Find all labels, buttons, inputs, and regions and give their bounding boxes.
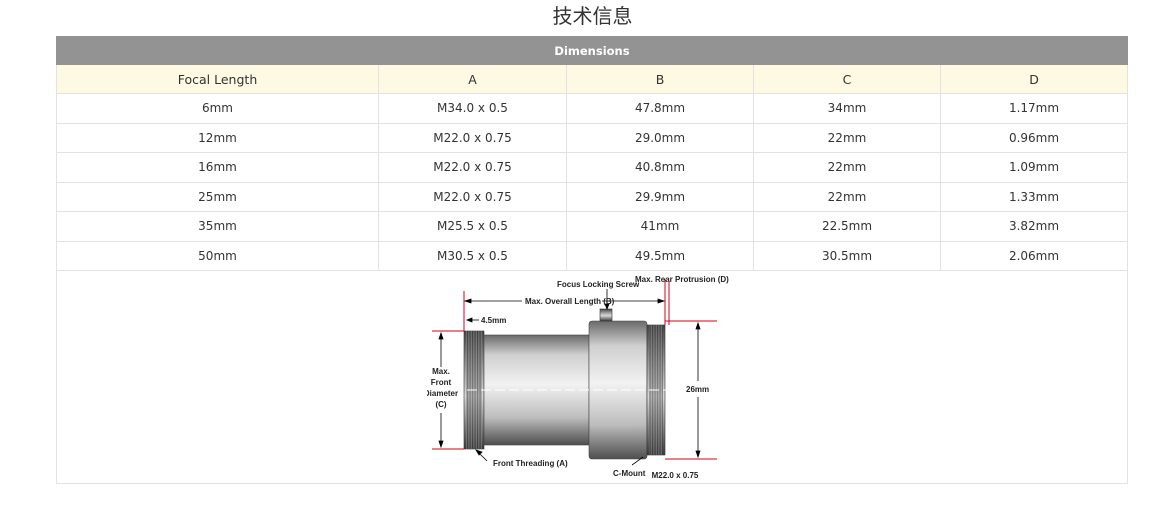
label-front-diameter-line-3: Diameter xyxy=(427,389,458,398)
cell-a: M22.0 x 0.75 xyxy=(378,122,567,153)
dimension-arrows xyxy=(438,289,701,466)
cell-a: M22.0 x 0.75 xyxy=(378,152,567,183)
dimension-lines xyxy=(432,279,717,460)
cell-focal-length: 16mm xyxy=(56,152,379,183)
cell-c: 34mm xyxy=(753,93,941,124)
cell-c: 22.5mm xyxy=(753,211,941,242)
cell-d: 1.33mm xyxy=(939,181,1129,212)
cell-a: M30.5 x 0.5 xyxy=(378,240,567,271)
column-header-focal-length: Focal Length xyxy=(56,64,379,94)
label-front-diameter-line-2: Front xyxy=(431,378,452,387)
cell-a: M34.0 x 0.5 xyxy=(378,93,567,124)
cell-d: 0.96mm xyxy=(939,122,1129,153)
table-row: 6mm M34.0 x 0.5 47.8mm 34mm 1.17mm xyxy=(56,93,1129,124)
table-row: 16mm M22.0 x 0.75 40.8mm 22mm 1.09mm xyxy=(56,152,1129,183)
label-max-overall-length: Max. Overall Length (B) xyxy=(525,297,615,306)
cell-d: 2.06mm xyxy=(939,240,1129,271)
label-c-mount: C-Mount xyxy=(613,469,646,478)
cell-b: 29.9mm xyxy=(566,181,754,212)
cell-d: 3.82mm xyxy=(939,211,1129,242)
label-mount-thread: M22.0 x 0.75 xyxy=(652,471,699,480)
label-max-rear-protrusion: Max. Rear Protrusion (D) xyxy=(635,275,729,284)
column-header-a: A xyxy=(378,64,567,94)
column-header-c: C xyxy=(753,64,941,94)
table-row: 50mm M30.5 x 0.5 49.5mm 30.5mm 2.06mm xyxy=(56,240,1129,271)
cell-b: 47.8mm xyxy=(566,93,754,124)
lens-body xyxy=(463,308,717,460)
label-front-diameter-line-4: (C) xyxy=(435,400,446,409)
cell-d: 1.09mm xyxy=(939,152,1129,183)
cell-d: 1.17mm xyxy=(939,93,1129,124)
cell-focal-length: 25mm xyxy=(56,181,379,212)
label-front-threading: Front Threading (A) xyxy=(493,459,568,468)
table-row: 12mm M22.0 x 0.75 29.0mm 22mm 0.96mm xyxy=(56,122,1129,153)
cell-focal-length: 35mm xyxy=(56,211,379,242)
cell-c: 22mm xyxy=(753,122,941,153)
table-row: 25mm M22.0 x 0.75 29.9mm 22mm 1.33mm xyxy=(56,181,1129,212)
label-focus-locking-screw: Focus Locking Screw xyxy=(557,280,640,289)
cell-a: M25.5 x 0.5 xyxy=(378,211,567,242)
diagram-cell: Focus Locking Screw Max. Rear Protrusion… xyxy=(55,270,1129,484)
dimensions-table: Dimensions Focal Length A B C D 6mm M34.… xyxy=(55,36,1129,484)
cell-focal-length: 50mm xyxy=(56,240,379,271)
cell-focal-length: 12mm xyxy=(56,122,379,153)
column-header-d: D xyxy=(939,64,1129,94)
page-title: 技术信息 xyxy=(552,4,633,28)
lens-dimension-diagram: Focus Locking Screw Max. Rear Protrusion… xyxy=(427,275,729,480)
cell-b: 41mm xyxy=(566,211,754,242)
label-offset: 4.5mm xyxy=(481,316,506,325)
label-front-diameter-line-1: Max. xyxy=(432,367,450,376)
table-row: 35mm M25.5 x 0.5 41mm 22.5mm 3.82mm xyxy=(56,211,1129,242)
cell-b: 40.8mm xyxy=(566,152,754,183)
column-header-b: B xyxy=(566,64,754,94)
cell-c: 22mm xyxy=(753,181,941,212)
cell-b: 29.0mm xyxy=(566,122,754,153)
cell-c: 22mm xyxy=(753,152,941,183)
cell-b: 49.5mm xyxy=(566,240,754,271)
cell-focal-length: 6mm xyxy=(56,93,379,124)
cell-a: M22.0 x 0.75 xyxy=(378,181,567,212)
section-header-dimensions: Dimensions xyxy=(55,36,1129,65)
cell-c: 30.5mm xyxy=(753,240,941,271)
label-mount-diameter: 26mm xyxy=(686,385,709,394)
